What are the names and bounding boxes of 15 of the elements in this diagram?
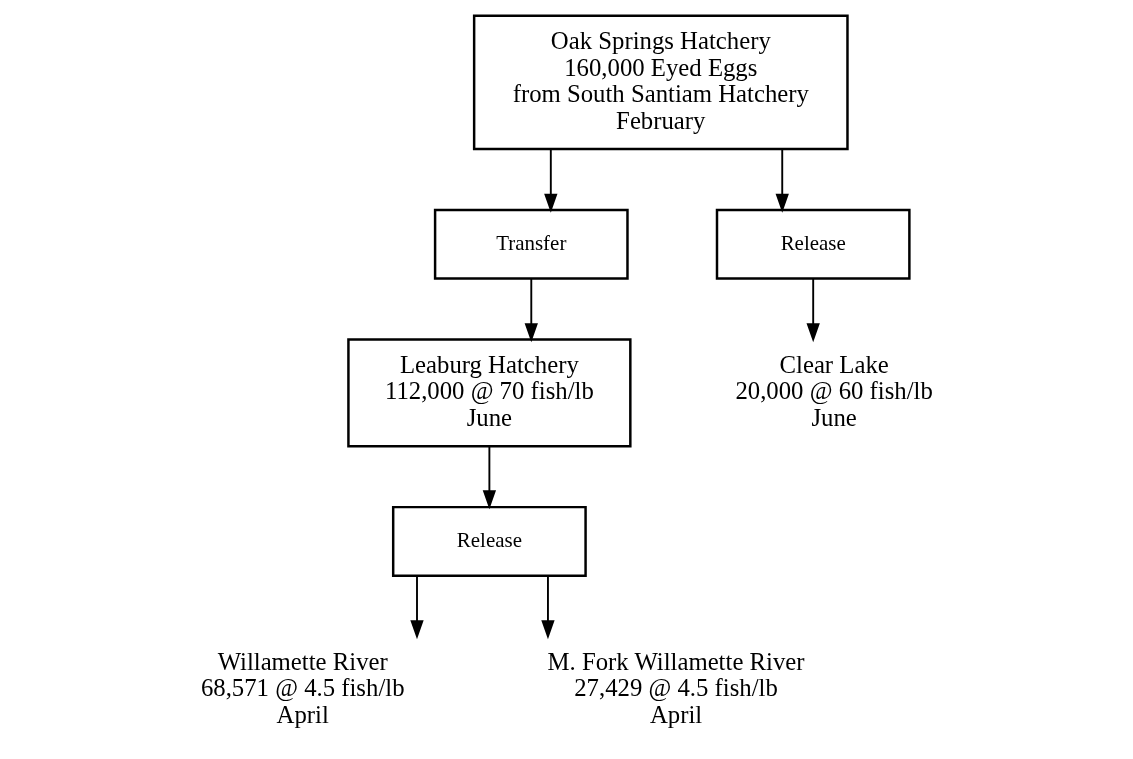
arrow — [409, 574, 424, 640]
arrow — [482, 445, 496, 510]
arrow — [540, 574, 555, 640]
node-text: Clear Lake 20,000 @ 60 fish/lb June — [734, 350, 933, 431]
node-box: Oak Springs Hatchery 160,000 Eyed Eggs from South Santiam Hatchery February — [472, 14, 849, 151]
arrow — [524, 277, 538, 343]
node-box: Release — [391, 505, 587, 577]
node-text: M. Fork Willamette River 27,429 @ 4.5 fish/lb April — [547, 647, 805, 729]
node-box: Release — [715, 208, 911, 280]
arrow — [806, 277, 820, 343]
node-box: Transfer — [433, 208, 629, 280]
node-box: Leaburg Hatchery 112,000 @ 70 fish/lb June — [346, 338, 632, 448]
node-text: Willamette River 68,571 @ 4.5 fish/lb April — [200, 647, 405, 729]
arrow — [543, 148, 557, 213]
arrow — [775, 148, 789, 213]
